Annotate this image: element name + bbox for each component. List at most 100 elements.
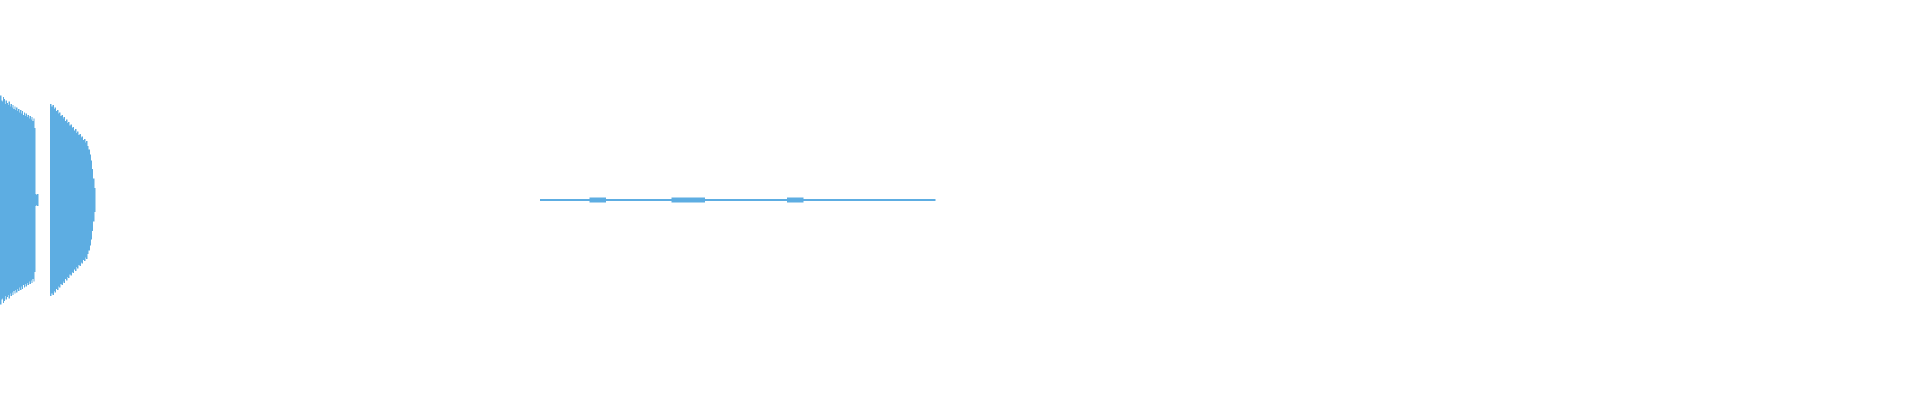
waveform-sample-bar [605, 198, 623, 202]
waveform-sample-bar [7, 105, 9, 295]
waveform-sample-bar [89, 154, 91, 246]
waveform-sample-bar [60, 116, 62, 284]
waveform-sample-bar [69, 125, 71, 275]
waveform-sample-bar [11, 107, 13, 293]
waveform-sample-bar [786, 197, 804, 203]
waveform-sample-bar [902, 198, 919, 202]
waveform-sample-bar [31, 117, 33, 283]
waveform-sample-bar [57, 113, 60, 287]
waveform-sample-bar [688, 197, 705, 203]
waveform-sample-bar [540, 198, 557, 202]
waveform-bars [0, 95, 936, 305]
waveform-sample-bar [74, 129, 77, 271]
waveform-sample-bar [1, 101, 4, 299]
waveform-sample-bar [34, 128, 36, 272]
waveform-sample-bar [75, 132, 78, 268]
waveform-sample-bar [28, 118, 30, 282]
waveform-sample-bar [71, 128, 73, 272]
waveform-sample-bar [0, 95, 2, 305]
waveform-sample-bar [64, 120, 67, 280]
waveform-sample-bar [622, 198, 640, 202]
waveform-sample-bar [0, 100, 3, 300]
waveform-sample-bar [77, 131, 79, 269]
waveform-sample-bar [78, 135, 80, 265]
waveform-sample-bar [14, 106, 16, 294]
waveform-sample-bar [27, 114, 29, 286]
waveform-sample-bar [2, 96, 5, 304]
waveform-sample-bar [51, 106, 53, 294]
waveform-sample-bar [36, 195, 38, 205]
waveform-sample-bar [6, 102, 8, 298]
waveform-sample-bar [50, 104, 52, 296]
waveform-sample-bar [86, 141, 88, 259]
waveform-sample-bar [93, 188, 96, 212]
waveform-sample-bar [25, 113, 27, 287]
waveform-sample-bar [83, 138, 86, 262]
waveform-sample-bar [13, 108, 15, 292]
waveform-sample-bar [37, 194, 39, 206]
waveform-sample-bar [26, 117, 28, 283]
waveform-sample-bar [61, 114, 63, 286]
waveform-sample-bar [70, 124, 72, 276]
waveform-sample-bar [79, 134, 81, 266]
waveform-sample-bar [81, 136, 84, 264]
waveform-sample-bar [737, 198, 755, 202]
waveform-sample-bar [88, 149, 90, 251]
waveform-sample-bar [721, 198, 738, 202]
waveform-sample-bar [82, 140, 85, 260]
waveform-sample-bar [55, 111, 58, 289]
waveform-sample-bar [704, 198, 722, 202]
waveform-sample-bar [803, 198, 821, 202]
waveform-sample-bar [556, 198, 574, 202]
waveform-sample-bar [3, 99, 6, 301]
waveform-sample-bar [63, 117, 66, 283]
waveform-sample-bar [885, 198, 903, 202]
waveform-sample-bar [869, 198, 887, 202]
waveform-sample-bar [8, 101, 10, 299]
waveform-sample-bar [19, 110, 22, 290]
waveform-sample-bar [17, 111, 19, 289]
waveform-sample-bar [65, 119, 68, 281]
waveform-sample-bar [92, 178, 95, 222]
waveform-sample-bar [56, 110, 59, 290]
waveform-sample-bar [589, 197, 607, 203]
waveform-sample-bar [29, 116, 31, 284]
waveform-sample-bar [852, 198, 870, 202]
waveform-sample-bar [33, 118, 35, 282]
waveform-sample-bar [638, 198, 656, 202]
waveform-sample-bar [87, 146, 89, 254]
waveform-sample-bar [53, 108, 55, 292]
waveform-sample-bar [80, 137, 82, 263]
waveform-sample-bar [671, 197, 689, 203]
waveform-sample-bar [84, 142, 87, 258]
waveform-sample-bar [52, 105, 54, 295]
waveform-sample-bar [770, 198, 788, 202]
waveform-sample-bar [90, 160, 93, 240]
waveform-sample-bar [572, 198, 590, 202]
waveform-sample-bar [32, 120, 34, 280]
waveform-sample-bar [21, 111, 24, 289]
waveform-sample-bar [10, 104, 12, 296]
waveform-sample-bar [819, 198, 837, 202]
waveform-sample-bar [23, 112, 26, 288]
waveform-sample-bar [73, 130, 76, 270]
waveform-sample-bar [66, 123, 69, 277]
waveform-sample-bar [72, 126, 75, 274]
waveform-sample-bar [24, 116, 27, 284]
waveform-sample-bar [30, 119, 32, 281]
waveform-sample-bar [18, 108, 20, 292]
waveform-sample-bar [59, 112, 61, 288]
waveform-sample-bar [35, 194, 37, 206]
waveform-sample-bar [655, 198, 673, 202]
waveform-sample-bar [5, 100, 8, 300]
waveform-sample-bar [753, 198, 771, 202]
waveform-sample-bar [19, 112, 21, 288]
waveform-sample-bar [22, 114, 25, 286]
waveform-sample-bar [91, 168, 94, 232]
waveform-sample-bar [12, 105, 14, 295]
waveform-sample-bar [918, 198, 936, 202]
waveform-sample-bar [9, 106, 11, 294]
